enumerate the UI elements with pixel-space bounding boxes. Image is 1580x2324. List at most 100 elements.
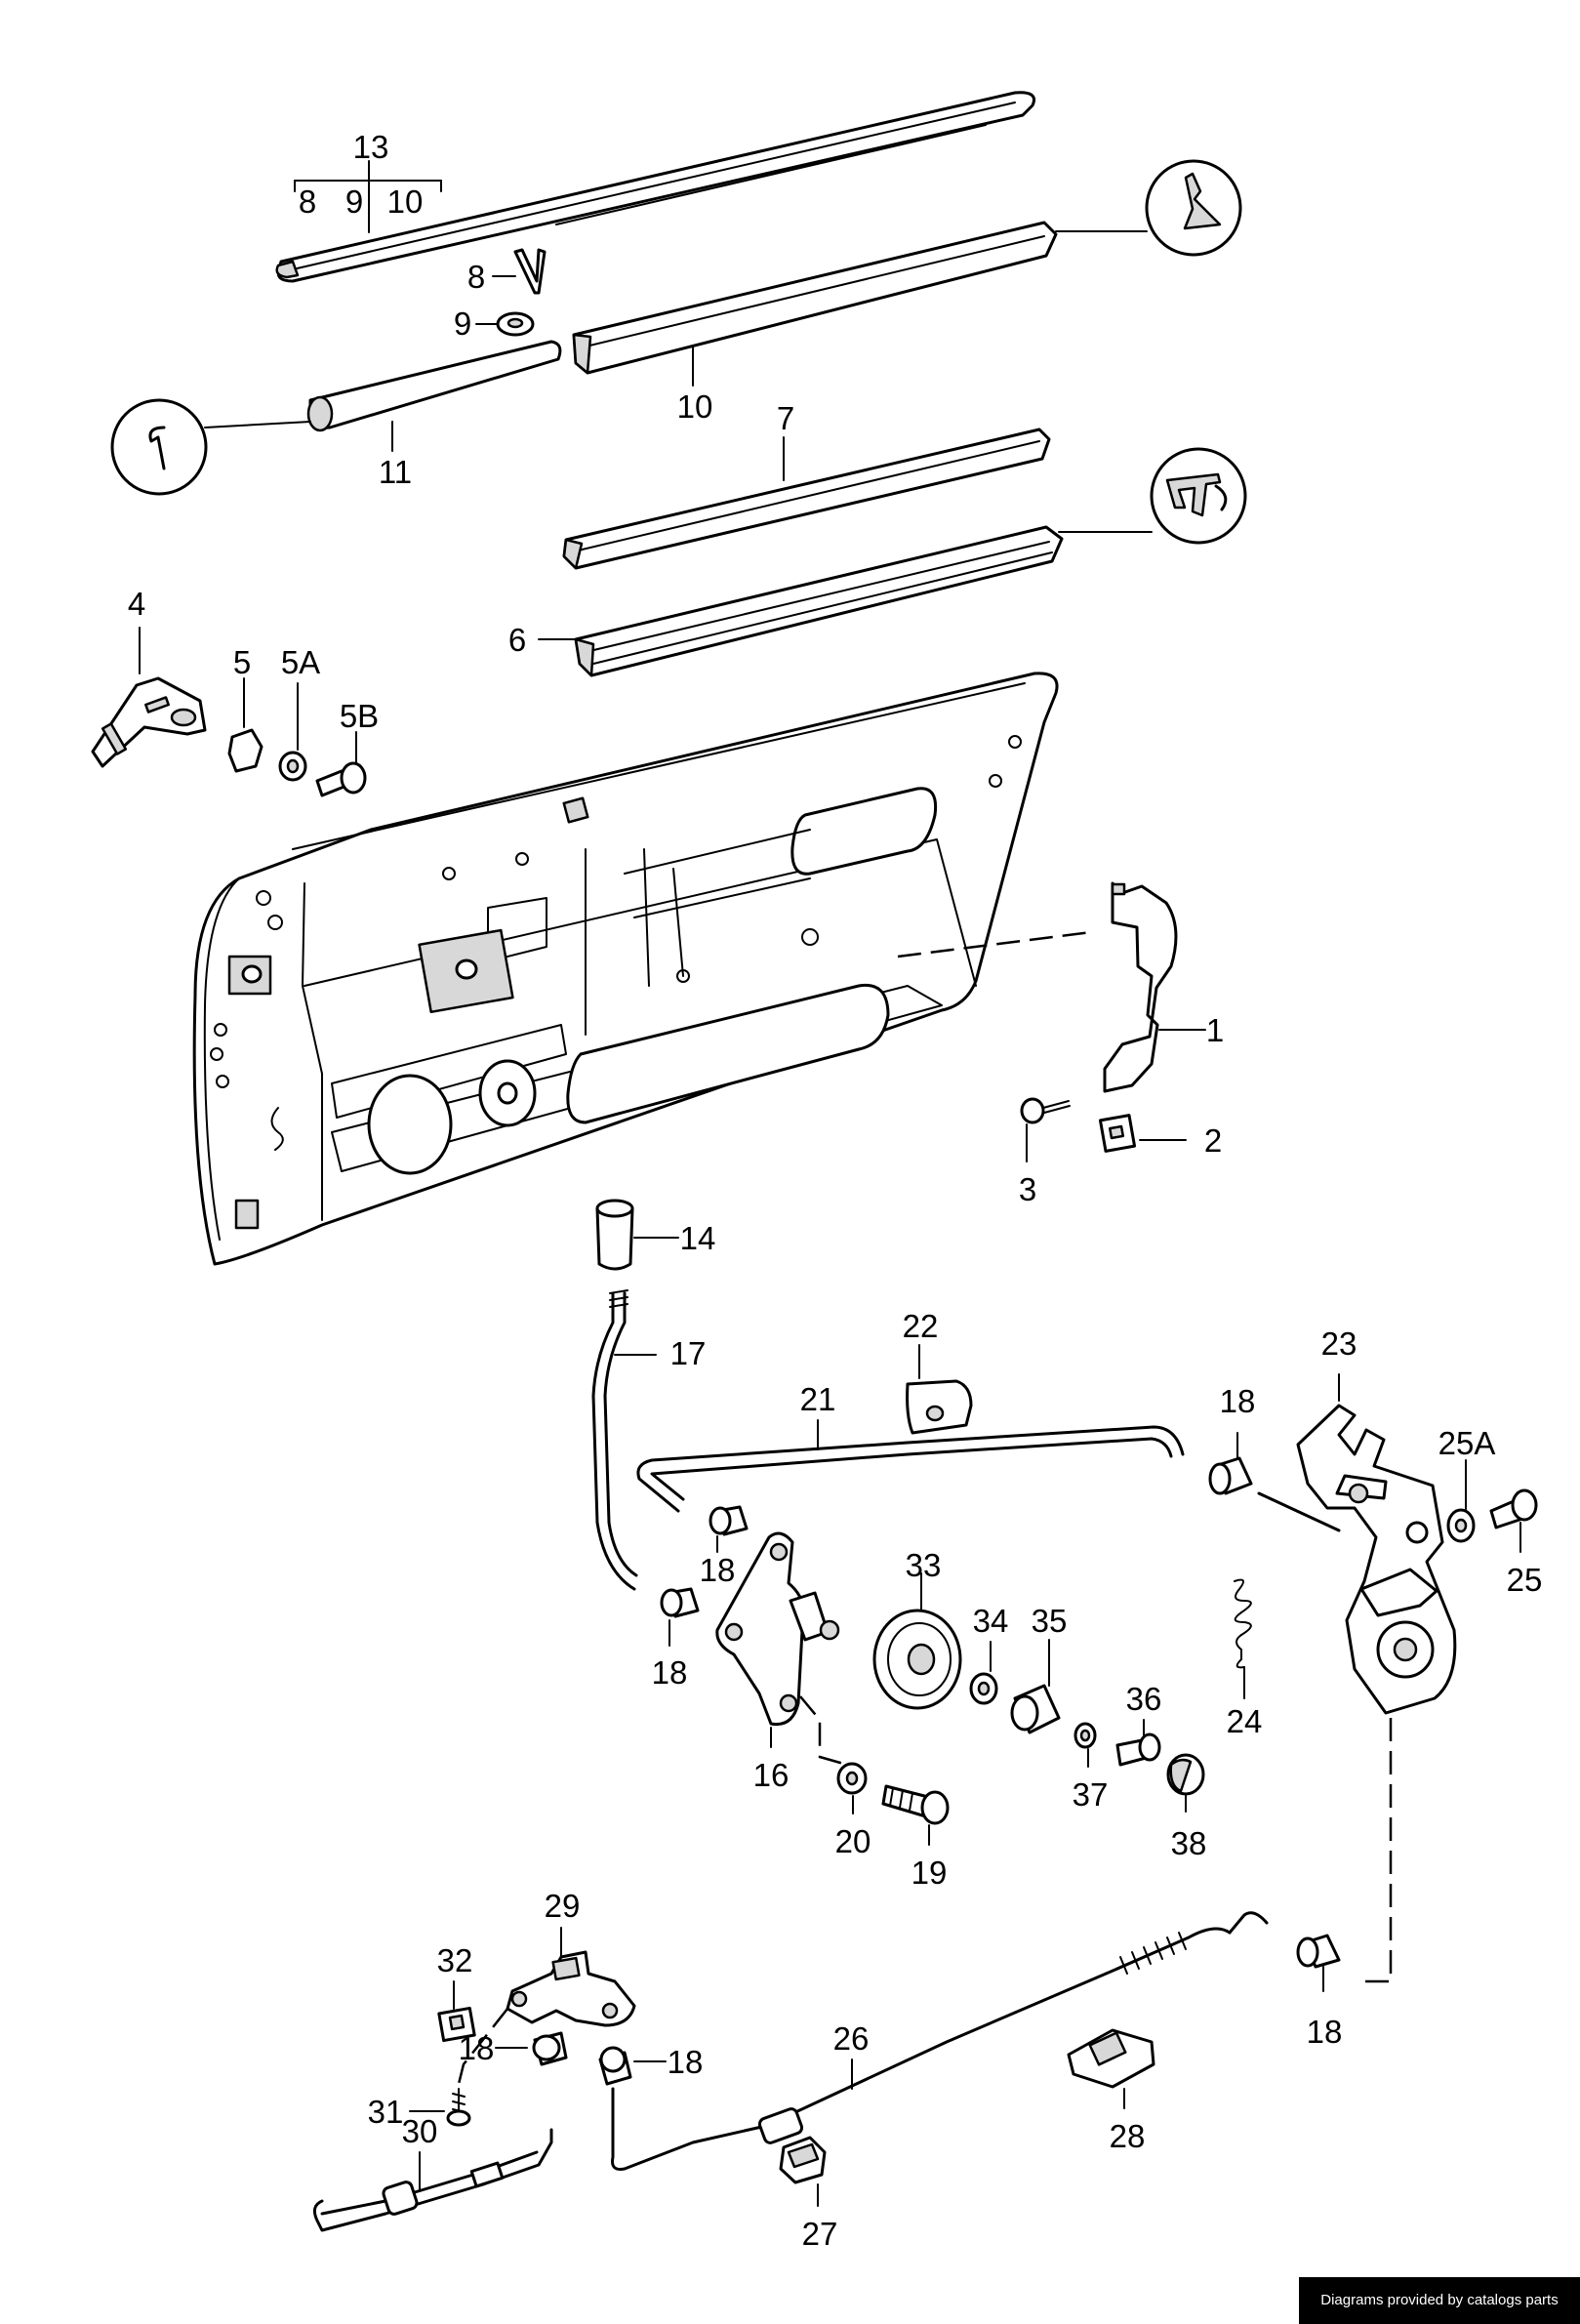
label-7: 7 — [777, 400, 794, 436]
part-28-cable-clip — [1067, 2028, 1155, 2109]
part-19-screw — [881, 1784, 950, 1846]
part-7-window-channel — [562, 428, 1051, 570]
label-13: 13 — [353, 129, 389, 165]
label-18-b: 18 — [700, 1552, 736, 1588]
label-33: 33 — [906, 1547, 942, 1583]
label-22: 22 — [903, 1308, 939, 1344]
part-32-clip-nut — [437, 1980, 476, 2043]
part-3-screw — [1020, 1097, 1071, 1162]
part-4-bracket — [91, 627, 207, 768]
label-31: 31 — [368, 2094, 404, 2130]
label-14: 14 — [680, 1220, 716, 1256]
part-9-washer — [475, 311, 535, 337]
link-18a-to-lock — [1257, 1491, 1341, 1532]
leader-29-to-31 — [457, 2008, 508, 2085]
part-34-washer — [969, 1641, 998, 1705]
label-16: 16 — [753, 1757, 790, 1793]
label-17: 17 — [670, 1335, 707, 1371]
part-17-lock-rod — [591, 1289, 657, 1591]
part-38-cap — [1166, 1753, 1205, 1813]
part-18-bushing-a — [1208, 1432, 1253, 1495]
label-13-sub-8: 8 — [299, 183, 316, 220]
door-inner-panel — [192, 672, 1059, 1266]
part-5a-washer — [278, 682, 307, 782]
diagram-credit-footer: Diagrams provided by catalogs parts — [1299, 2277, 1580, 2324]
part-10-window-channel — [572, 221, 1058, 387]
part-24-spring — [1234, 1578, 1252, 1699]
label-1: 1 — [1206, 1012, 1224, 1048]
part-8-clip — [492, 248, 547, 295]
part-18-bushing-c — [660, 1587, 700, 1647]
label-38: 38 — [1171, 1825, 1207, 1861]
part-25-screw — [1489, 1488, 1538, 1553]
label-37: 37 — [1073, 1776, 1109, 1813]
part-20-washer — [799, 1695, 868, 1814]
label-27: 27 — [802, 2216, 838, 2252]
label-23: 23 — [1321, 1325, 1357, 1362]
part-25a-washer — [1446, 1459, 1476, 1543]
label-28: 28 — [1110, 2118, 1146, 2154]
label-18-c: 18 — [652, 1654, 688, 1691]
part-13-window-trim-strip — [275, 91, 1035, 283]
label-34: 34 — [973, 1603, 1009, 1639]
part-26-bowden-cable — [611, 1911, 1269, 2171]
label-5b: 5B — [340, 698, 379, 734]
part-37-washer — [1074, 1722, 1097, 1768]
label-30: 30 — [402, 2113, 438, 2149]
label-9: 9 — [454, 306, 471, 342]
label-3: 3 — [1019, 1171, 1036, 1207]
label-24: 24 — [1227, 1703, 1263, 1739]
label-25: 25 — [1507, 1562, 1543, 1598]
label-2: 2 — [1204, 1122, 1222, 1159]
part-5-clip-nut — [227, 677, 263, 773]
label-18-d: 18 — [1307, 2014, 1343, 2050]
part-18-bushing-d — [1296, 1934, 1341, 1992]
part-16-lever-plate — [715, 1531, 840, 1748]
label-26: 26 — [833, 2020, 870, 2057]
label-8: 8 — [467, 259, 485, 295]
detail-circle-11 — [110, 398, 208, 496]
part-14-lock-knob — [595, 1199, 679, 1271]
label-32: 32 — [437, 1942, 473, 1978]
part-18-bushing-e — [495, 2031, 568, 2066]
part-18-bushing-f — [598, 2046, 667, 2086]
leader-lock-to-18 — [1364, 1718, 1393, 1983]
part-18-bushing-b — [709, 1505, 749, 1553]
label-13-sub-10: 10 — [387, 183, 424, 220]
label-6: 6 — [508, 622, 526, 658]
part-27-cable-clip — [779, 2136, 827, 2207]
part-31-screw — [409, 2088, 471, 2127]
label-11: 11 — [379, 454, 412, 490]
part-33-pulley — [872, 1572, 962, 1710]
part-2-clip-nut — [1098, 1114, 1187, 1153]
label-18-e: 18 — [459, 2030, 495, 2066]
label-5: 5 — [233, 644, 251, 680]
label-18-a: 18 — [1220, 1383, 1256, 1419]
part-5b-screw — [315, 731, 367, 797]
label-35: 35 — [1032, 1603, 1068, 1639]
part-23-door-lock — [1296, 1373, 1457, 1715]
part-36-screw — [1115, 1719, 1161, 1767]
part-1-lock-bracket — [1103, 881, 1206, 1093]
detail-circle-10 — [1145, 159, 1242, 257]
part-11-trim-strip — [306, 340, 562, 452]
detail-circle-6 — [1150, 447, 1247, 545]
label-4: 4 — [128, 586, 145, 622]
label-19: 19 — [912, 1855, 948, 1891]
part-22-rod-clip — [906, 1344, 973, 1435]
label-29: 29 — [545, 1888, 581, 1924]
label-18-f: 18 — [668, 2044, 704, 2080]
part-35-bushing — [1010, 1639, 1061, 1734]
label-25a: 25A — [1438, 1425, 1496, 1461]
part-29-cable-bracket — [506, 1927, 636, 2027]
label-21: 21 — [800, 1381, 836, 1417]
label-5a: 5A — [281, 644, 320, 680]
label-13-sub-9: 9 — [345, 183, 363, 220]
part-13-group-bracket — [294, 160, 442, 233]
leader-11-detail — [204, 421, 311, 428]
part-30-rod-cable — [312, 2128, 553, 2232]
label-36: 36 — [1126, 1681, 1162, 1717]
label-20: 20 — [835, 1823, 871, 1859]
label-10: 10 — [677, 388, 713, 425]
